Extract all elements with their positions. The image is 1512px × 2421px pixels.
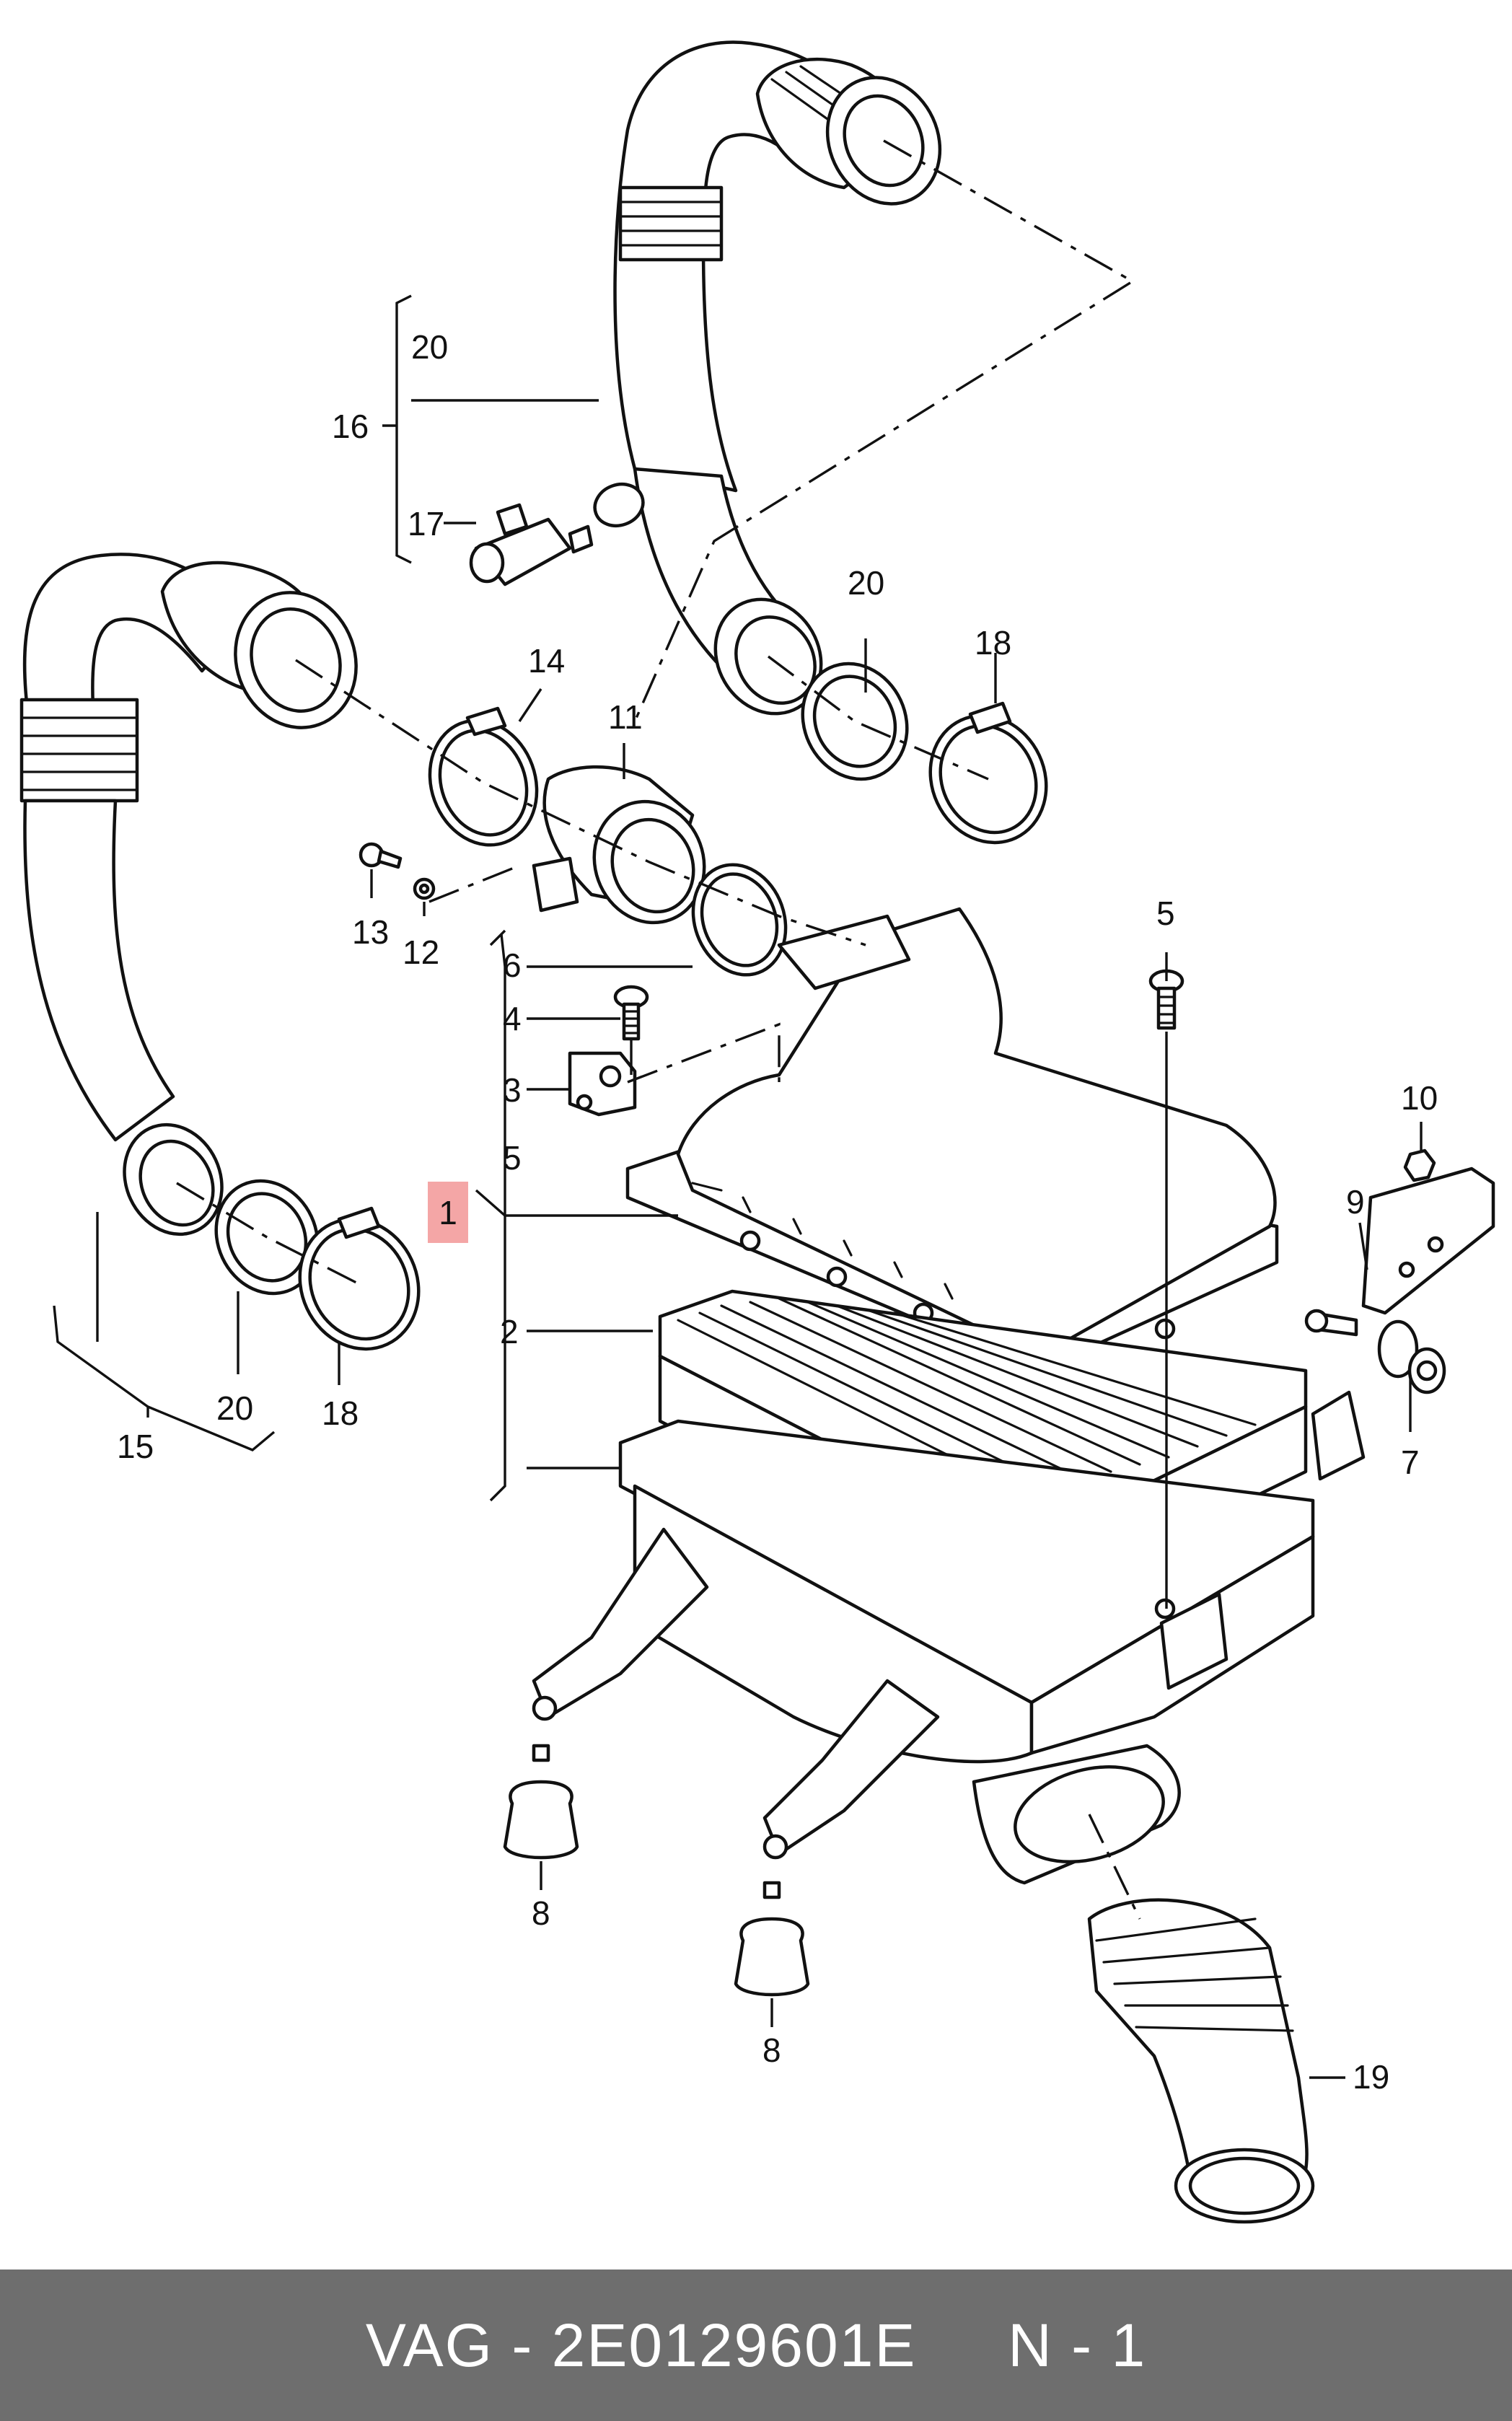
label-9: 9: [1346, 1183, 1365, 1221]
nut-10: [1403, 1148, 1436, 1182]
label-5-left: 5: [503, 1139, 522, 1177]
highlight-label-1: 1: [439, 1194, 457, 1231]
label-18-mid: 18: [975, 624, 1011, 662]
dashed-center-lines: [176, 139, 1141, 1920]
grommet-7: [1377, 1319, 1446, 1394]
label-19: 19: [1353, 2058, 1389, 2096]
intake-duct-19: [1087, 1898, 1315, 2224]
label-3: 3: [503, 1071, 522, 1109]
label-5-right: 5: [1156, 895, 1175, 932]
label-17: 17: [408, 505, 444, 542]
gasket-6: [691, 863, 788, 977]
label-14: 14: [528, 642, 565, 680]
part-number-caption: VAG - 2E0129601E N - 1: [365, 2311, 1147, 2379]
label-4: 4: [503, 1000, 522, 1037]
hose-clamp-14: [428, 706, 539, 847]
seal-ring-20-mid: [801, 662, 909, 781]
rubber-mount-8-right: [734, 1881, 810, 1997]
hose-clamp-18-low: [298, 1206, 421, 1351]
label-8-right: 8: [762, 2031, 781, 2069]
sensor-17: [469, 482, 645, 586]
leader-lines: [53, 294, 1423, 2079]
washer-12: [413, 877, 436, 900]
footer-bar: VAG - 2E0129601E N - 1: [0, 2270, 1512, 2421]
part-labels: 20 16 17 20 18 14 11 13 12 6 4 3 5 5 2 1…: [117, 328, 1438, 2096]
rubber-mount-8-left: [503, 1744, 579, 1860]
filter-housing-cover: [625, 907, 1279, 1373]
label-10: 10: [1401, 1079, 1438, 1117]
label-6: 6: [503, 946, 522, 984]
label-12: 12: [403, 933, 439, 971]
label-18-low: 18: [322, 1394, 359, 1432]
screw-13: [359, 842, 403, 869]
highlight-label-1-box: [428, 1182, 468, 1243]
label-8-left: 8: [532, 1894, 550, 1932]
bolt-4: [613, 985, 649, 1041]
label-13: 13: [352, 913, 389, 951]
filter-housing-lower: [532, 1390, 1366, 1885]
label-20-top: 20: [411, 328, 448, 366]
label-11: 11: [608, 698, 643, 736]
label-16: 16: [332, 408, 369, 445]
label-20-low: 20: [216, 1389, 253, 1427]
left-hose: [19, 553, 358, 1236]
parts-diagram: 1 20 16 17 20 18 14 11 13 12 6 4 3 5 5 2…: [19, 40, 1495, 2224]
upper-hose: [613, 40, 942, 716]
label-15: 15: [117, 1428, 154, 1465]
label-7: 7: [1401, 1444, 1420, 1481]
bracket-3: [568, 1051, 637, 1117]
label-20-mid: 20: [848, 564, 884, 602]
label-2: 2: [500, 1313, 519, 1350]
bracket-9: [1304, 1166, 1495, 1337]
